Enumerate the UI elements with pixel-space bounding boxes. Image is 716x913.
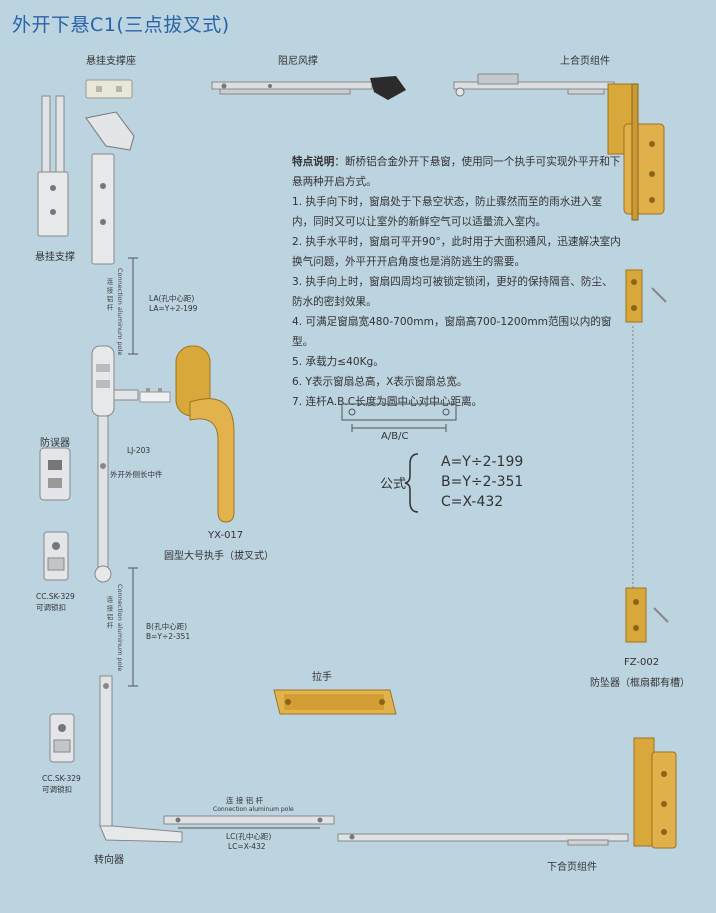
- lj-name: 外开外侧长中件: [110, 470, 163, 479]
- b-title: B(孔中心距): [146, 622, 187, 631]
- formula-a: A=Y÷2-199: [441, 454, 524, 470]
- description-item-7: 7. 连杆A.B.C长度为圆中心对中心距离。: [292, 396, 483, 408]
- keeper-top-name: 可调锁扣: [36, 603, 66, 612]
- upper-hinge-image: [607, 83, 665, 221]
- la-rod-en: Connection aluminum pole: [116, 268, 124, 356]
- lc-rod-cn: 连 接 铝 杆: [226, 796, 264, 805]
- page-title: 外开下悬C1(三点拔叉式): [12, 14, 230, 36]
- keeper-bottom-code: CC.SK-329: [42, 774, 81, 783]
- bottom-rail-image: [337, 833, 629, 846]
- anti-fall-chain-image: [632, 326, 634, 592]
- description-item-4: 4. 可满足窗扇宽480-700mm，窗扇高700-1200mm范围以内的窗型。: [292, 316, 612, 348]
- b-formula: B=Y÷2-351: [146, 632, 191, 641]
- corner-device-image: [99, 675, 183, 843]
- description-item-1: 1. 执手向下时，窗扇处于下悬空状态，防止骤然而至的雨水进入室内，同时又可以让室…: [292, 196, 603, 228]
- pull-handle-image: [273, 689, 397, 715]
- b-rod-cn: 连 接 铝 杆: [105, 596, 113, 629]
- hanging-stay-label: 悬挂支撑: [35, 252, 75, 263]
- description-item-6: 6. Y表示窗扇总高，X表示窗扇总宽。: [292, 376, 468, 388]
- description-heading: 特点说明: [292, 156, 335, 168]
- la-formula: LA=Y÷2-199: [149, 304, 198, 313]
- b-rod-en: Connection aluminum pole: [116, 584, 124, 672]
- stay-base-label: 悬挂支撑座: [86, 56, 136, 67]
- keeper-top-image: [43, 531, 69, 581]
- fz-code: FZ-002: [624, 657, 660, 668]
- la-title: LA(孔中心距): [149, 294, 195, 303]
- lj-code: LJ-203: [127, 446, 151, 455]
- fz-name: 防坠器（框扇都有槽）: [590, 678, 690, 689]
- fork-connector-image: [139, 388, 171, 403]
- la-dimension-line: [128, 257, 138, 355]
- damper-stay-label: 阻尼风撑: [278, 56, 318, 67]
- pull-handle-label: 拉手: [312, 672, 332, 683]
- description-item-3: 3. 执手向上时，窗扇四周均可被锁定锁闭，更好的保持隔音、防尘、防水的密封效果。: [292, 276, 613, 308]
- la-rod-cn: 连 接 铝 杆: [105, 278, 113, 311]
- keeper-top-code: CC.SK-329: [36, 592, 75, 601]
- b-dimension-line: [128, 567, 138, 687]
- lc-rod-image: [163, 815, 335, 829]
- description-intro: 特点说明：断桥铝合金外开下悬窗，使用同一个执手可实现外平开和下悬两种开启方式。: [292, 152, 622, 192]
- corner-device-label: 转向器: [94, 855, 124, 866]
- description-item-2: 2. 执手水平时，窗扇可平开90°，此时用于大面积通风，迅速解决室内换气问题，外…: [292, 236, 621, 268]
- damper-stay-image: [211, 76, 406, 100]
- keeper-bottom-name: 可调锁扣: [42, 785, 72, 794]
- formula-brace: [404, 453, 419, 513]
- hanging-stay-bracket-image: [37, 95, 69, 237]
- keeper-bottom-image: [49, 713, 75, 763]
- lc-rod-en: Connection aluminum pole: [213, 806, 294, 813]
- abc-label: A/B/C: [381, 431, 409, 442]
- anti-misoperation-label: 防误器: [40, 438, 70, 449]
- anti-fall-bottom-image: [625, 587, 669, 643]
- description-block: 特点说明：断桥铝合金外开下悬窗，使用同一个执手可实现外平开和下悬两种开启方式。 …: [292, 152, 622, 412]
- abc-link-diagram: [341, 403, 457, 432]
- gear-rod-image: [91, 345, 139, 583]
- description-item-5: 5. 承载力≤40Kg。: [292, 356, 384, 368]
- lc-formula: LC=X-432: [228, 842, 266, 851]
- lower-hinge-label: 下合页组件: [547, 862, 597, 873]
- description-intro-text: ：断桥铝合金外开下悬窗，使用同一个执手可实现外平开和下悬两种开启方式。: [292, 156, 621, 188]
- upper-hinge-rail-image: [453, 73, 615, 97]
- formula-b: B=Y÷2-351: [441, 474, 524, 490]
- handle-code: YX-017: [208, 530, 244, 541]
- formula-word: 公式: [380, 477, 407, 492]
- formula-list: A=Y÷2-199 B=Y÷2-351 C=X-432: [441, 452, 523, 512]
- hanging-stay-arm-image: [85, 111, 135, 265]
- anti-fall-top-image: [625, 269, 667, 323]
- lower-hinge-image: [633, 737, 677, 849]
- formula-c: C=X-432: [441, 494, 504, 510]
- stay-base-image: [85, 79, 133, 99]
- handle-image: [175, 345, 235, 523]
- lc-title: LC(孔中心距): [226, 832, 272, 841]
- handle-name: 圆型大号执手（拔叉式）: [164, 551, 274, 562]
- upper-hinge-label: 上合页组件: [560, 56, 610, 67]
- anti-misoperation-image: [39, 447, 71, 501]
